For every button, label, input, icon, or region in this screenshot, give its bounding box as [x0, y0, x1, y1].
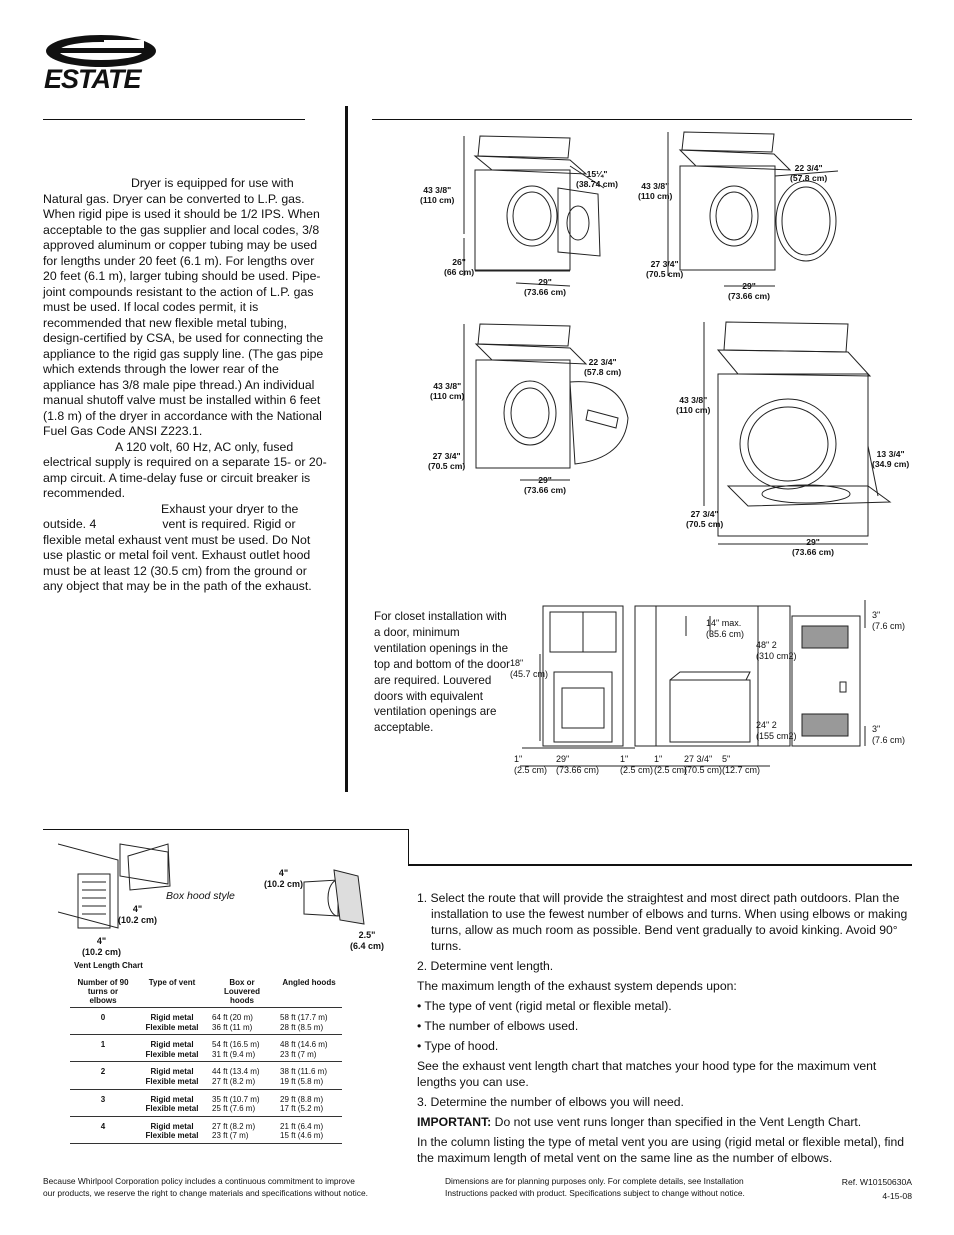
step-2-intro: The maximum length of the exhaust system…	[417, 979, 737, 993]
closet-top-opening-label: 48" 2(310 cm2)	[756, 640, 797, 661]
section-rule-right	[372, 119, 912, 120]
footer-ref: Ref. W10150630A 4-15-08	[841, 1177, 912, 1201]
section-rule-vent-divider	[408, 829, 409, 865]
dryer-diagram-2: 43 3/8"(110 cm) 27 3/4"(70.5 cm) 29"(73.…	[638, 126, 888, 306]
closet-diagram: 18"(45.7 cm) 14" max.(35.6 cm) 48" 2(310…	[510, 596, 910, 786]
closet-gap3-label: 1"(2.5 cm)	[654, 754, 688, 775]
dryer-4-height-label: 43 3/8"(110 cm)	[676, 395, 711, 415]
hood-drawing	[58, 843, 365, 929]
closet-depth-label: 27 3/4"(70.5 cm)	[684, 754, 723, 775]
hood-dim-4c: 4"(10.2 cm)	[264, 868, 304, 889]
vent-length-table: Number of 90 turns or elbows Type of ven…	[70, 976, 342, 1143]
vent-length-chart: Number of 90 turns or elbows Type of ven…	[70, 976, 342, 1144]
column-divider	[345, 106, 348, 792]
header-box-hoods: Box or Louvered hoods	[223, 978, 260, 1005]
closet-drawing	[520, 600, 866, 767]
dryer-diagram-4: 43 3/8"(110 cm) 27 3/4"(70.5 cm) 29"(73.…	[668, 316, 918, 564]
dryer-3-height-label: 43 3/8"(110 cm)	[430, 381, 465, 401]
dryer-diagram-1: 43 3/8"(110 cm) 26"(66 cm) 29"(73.66 cm)…	[420, 126, 650, 306]
closet-rear-label: 5"(12.7 cm)	[722, 754, 761, 775]
header-elbows: Number of 90 turns or elbows	[77, 978, 129, 1005]
closet-bot3-label: 3"(7.6 cm)	[872, 724, 906, 745]
closet-gap1-label: 1"(2.5 cm)	[514, 754, 548, 775]
section-rule-vent-right	[408, 864, 912, 866]
step-1: 1. Select the route that will provide th…	[417, 891, 908, 953]
requirements-text: Dryer is equipped for use with Natural g…	[43, 176, 330, 595]
section-rule-left	[43, 119, 305, 120]
dryer-3-drawing	[463, 323, 629, 481]
closet-installation-text: For closet installation with a door, min…	[374, 610, 511, 735]
dryer-1-door-label: 15¼"(38.74 cm)	[576, 169, 619, 189]
dryer-4-width-label: 29"(73.66 cm)	[792, 537, 835, 557]
table-bottom-rule	[70, 1142, 342, 1144]
closet-max14-label: 14" max.(35.6 cm)	[706, 618, 745, 639]
electrical-requirements: A 120 volt, 60 Hz, AC only, fused electr…	[43, 439, 327, 501]
hood-dim-4a: 4"(10.2 cm)	[118, 904, 158, 925]
important-note: IMPORTANT: Do not use vent runs longer t…	[417, 1115, 862, 1129]
dryer-2-height-label: 43 3/8"(110 cm)	[638, 181, 673, 201]
step-4: In the column listing the type of metal …	[417, 1135, 905, 1165]
footer-middle: Dimensions are for planning purposes onl…	[445, 1176, 745, 1198]
bullet-vent-type: • The type of vent (rigid metal or flexi…	[417, 999, 672, 1013]
dryer-2-door-label: 22 3/4"(57.8 cm)	[790, 163, 828, 183]
footer-left: Because Whirlpool Corporation policy inc…	[43, 1176, 368, 1198]
logo-swoosh-icon	[46, 35, 156, 67]
dryer-1-depth-label: 26"(66 cm)	[444, 257, 475, 277]
dryer-1-width-label: 29"(73.66 cm)	[524, 277, 567, 297]
dryer-2-depth-label: 27 3/4"(70.5 cm)	[646, 259, 684, 279]
step-3: 3. Determine the number of elbows you wi…	[417, 1095, 684, 1109]
bullet-hood: • Type of hood.	[417, 1039, 499, 1053]
brand-logo: ESTATE	[44, 34, 158, 94]
step-2: 2. Determine vent length.	[417, 959, 554, 973]
dryer-4-drawing	[703, 321, 892, 545]
vent-steps: 1. Select the route that will provide th…	[417, 890, 912, 1170]
dryer-1-drawing	[463, 135, 605, 287]
dryer-3-door-label: 22 3/4"(57.8 cm)	[584, 357, 622, 377]
bullet-elbows: • The number of elbows used.	[417, 1019, 579, 1033]
gas-requirements: Dryer is equipped for use with Natural g…	[43, 176, 324, 438]
dryer-diagram-3: 43 3/8"(110 cm) 27 3/4"(70.5 cm) 29"(73.…	[420, 318, 650, 503]
section-rule-vent-left	[43, 829, 409, 830]
hood-diagram: Box hood style 4"(10.2 cm) 4"(10.2 cm) 4…	[58, 838, 398, 958]
closet-top3-label: 3"(7.6 cm)	[872, 610, 906, 631]
dryer-3-depth-label: 27 3/4"(70.5 cm)	[428, 451, 466, 471]
closet-side18-label: 18"(45.7 cm)	[510, 658, 549, 679]
brand-name: ESTATE	[44, 64, 142, 94]
vent-length-chart-title: Vent Length Chart	[74, 961, 143, 970]
closet-gap2-label: 1"(2.5 cm)	[620, 754, 654, 775]
hood-dim-4b: 4"(10.2 cm)	[82, 936, 122, 957]
hood-dim-25: 2.5"(6.4 cm)	[350, 930, 385, 951]
dryer-4-door-label: 13 3/4"(34.9 cm)	[872, 449, 910, 469]
dryer-1-height-label: 43 3/8"(110 cm)	[420, 185, 455, 205]
header-angled-hoods: Angled hoods	[282, 978, 336, 987]
closet-bottom-opening-label: 24" 2(155 cm2)	[756, 720, 797, 741]
step-2-chart-note: See the exhaust vent length chart that m…	[417, 1059, 877, 1089]
dryer-2-width-label: 29"(73.66 cm)	[728, 281, 771, 301]
dryer-2-drawing	[667, 131, 839, 287]
dryer-3-width-label: 29"(73.66 cm)	[524, 475, 567, 495]
dryer-4-depth-label: 27 3/4"(70.5 cm)	[686, 509, 724, 529]
closet-width-label: 29"(73.66 cm)	[556, 754, 600, 775]
box-hood-style-label: Box hood style	[166, 890, 235, 902]
header-vent-type: Type of vent	[148, 978, 196, 987]
